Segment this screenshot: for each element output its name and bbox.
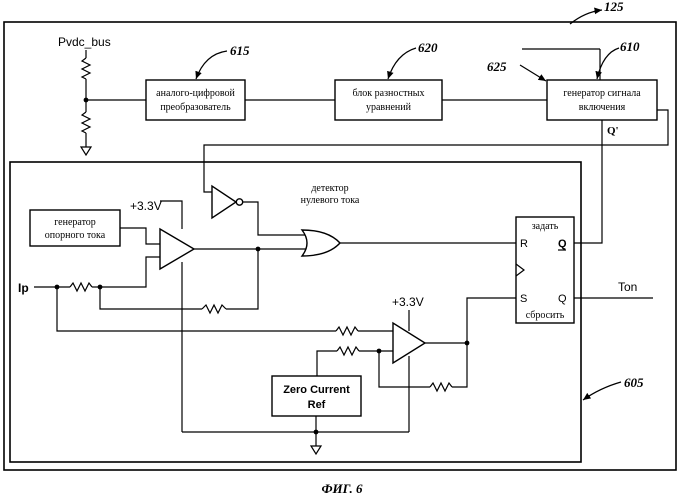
wire-inv-or (243, 202, 306, 235)
adc-label-2: преобразователь (160, 102, 231, 113)
wire-refgen (120, 228, 160, 244)
gen-label-1: генератор сигнала (563, 88, 641, 99)
resistor-r2 (82, 112, 90, 133)
diff-label-2: уравнений (366, 102, 412, 113)
ref-125: 125 (604, 0, 624, 14)
ref-605: 605 (624, 375, 644, 390)
leader-625 (520, 65, 546, 81)
wire-qprime (204, 110, 668, 192)
ff-r-label: R (520, 238, 528, 250)
diff-label-1: блок разностных (352, 88, 424, 99)
inverter-gate (212, 186, 236, 218)
ff-s-label: S (520, 293, 527, 305)
zcd-label-1: детектор (311, 183, 348, 194)
resistor-zcref (337, 347, 359, 355)
qprime-label: Q' (607, 125, 619, 137)
wire-fb-2b (452, 343, 467, 387)
enable-generator-block (547, 80, 657, 120)
resistor-fb-1 (202, 305, 226, 313)
wire-fb-1b (100, 287, 202, 309)
ref-615: 615 (230, 43, 250, 58)
or-gate (302, 230, 340, 256)
figure-caption: ФИГ. 6 (321, 481, 363, 496)
pvdc-label: Pvdc_bus (58, 35, 111, 49)
resistor-r1 (82, 58, 90, 79)
adc-label-1: аналого-цифровой (156, 88, 235, 99)
ground-icon-2 (311, 446, 321, 454)
ff-set-label: задать (532, 221, 559, 232)
resistor-fb-2 (430, 383, 452, 391)
wire-q-feedback (574, 120, 602, 243)
refgen-label-2: опорного тока (45, 230, 106, 241)
refgen-label-1: генератор (54, 217, 96, 228)
gen-label-2: включения (579, 102, 626, 113)
leader-605 (583, 382, 621, 400)
ff-qtop-label: Q (558, 238, 567, 250)
wire-opamp2-ff (467, 298, 516, 343)
zcref-label-1: Zero Current (283, 384, 350, 396)
zcd-label-2: нулевого тока (301, 195, 360, 206)
wire-fb-1 (226, 249, 258, 309)
leader-615 (196, 51, 227, 79)
ip-label: Ip (18, 281, 29, 295)
wire-vcc-1 (160, 201, 182, 229)
wire-zcref-b (317, 351, 337, 376)
resistor-in-2 (336, 327, 358, 335)
leader-620 (388, 48, 416, 79)
vcc-label-2: +3.3V (392, 295, 424, 309)
ton-label: Ton (618, 280, 637, 294)
zcref-label-2: Ref (308, 399, 326, 411)
wire-ip-opamp1 (100, 257, 160, 287)
ref-620: 620 (418, 40, 438, 55)
difference-equation-block (335, 80, 442, 120)
ff-reset-label: сбросить (526, 310, 565, 321)
ground-icon (81, 147, 91, 155)
adc-block (146, 80, 245, 120)
opamp-1 (160, 229, 194, 269)
inner-frame (10, 162, 581, 462)
vcc-label-1: +3.3V (130, 199, 162, 213)
ff-qbot-label: Q (558, 293, 567, 305)
resistor-ip (70, 283, 92, 291)
ref-610: 610 (620, 39, 640, 54)
ref-625: 625 (487, 59, 507, 74)
